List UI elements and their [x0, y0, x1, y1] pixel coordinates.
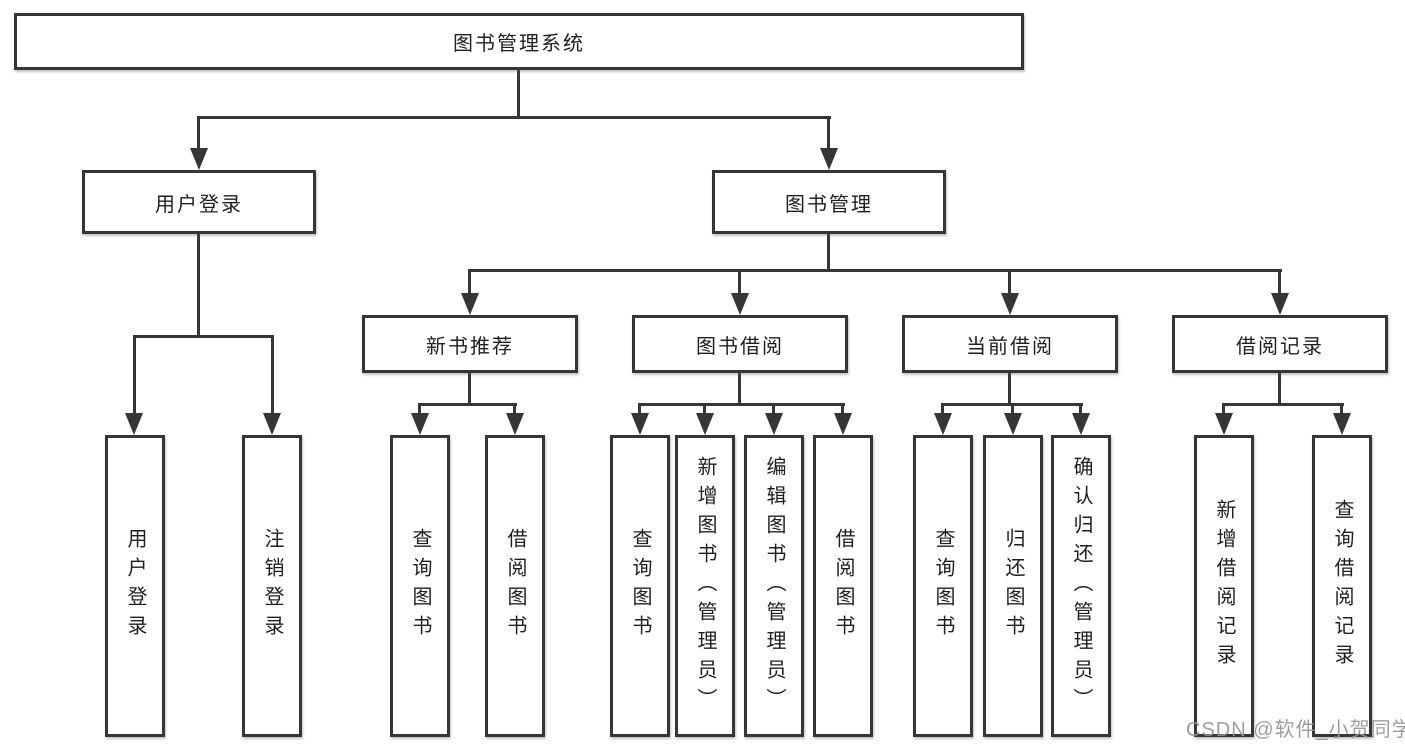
arrow-down-icon: [1004, 413, 1022, 435]
connector-vline: [841, 403, 844, 415]
arrow-down-icon: [731, 293, 749, 315]
arrow-down-icon: [696, 413, 714, 435]
leaf-borrow-books: 借阅图书: [813, 435, 873, 737]
leaf-confirm-return-admin: 确认归还（管理员）: [1051, 435, 1111, 737]
leaf-query-books-recommend: 查询图书: [390, 435, 450, 737]
connector-vline: [1340, 403, 1343, 415]
node-label: 注销登录: [261, 528, 283, 644]
connector-vline: [1079, 403, 1082, 415]
connector-vline: [638, 403, 641, 415]
connector-book-mgmt-stem: [827, 234, 830, 272]
node-label: 新书推荐: [426, 335, 514, 358]
node-label: 用户登录: [124, 528, 146, 644]
arrow-down-icon: [1333, 413, 1351, 435]
node-label: 借阅记录: [1236, 335, 1324, 358]
connector-vline: [738, 269, 741, 295]
leaf-add-books-admin: 新增图书（管理员）: [675, 435, 735, 737]
arrow-down-icon: [263, 413, 281, 435]
watermark: CSDN @软件_小贺同学: [1186, 719, 1405, 741]
connector-root-hbar: [197, 116, 831, 119]
node-label: 当前借阅: [966, 335, 1054, 358]
arrow-down-icon: [631, 413, 649, 435]
connector-vline: [1011, 403, 1014, 415]
node-book-management: 图书管理: [712, 170, 946, 234]
connector-vline: [468, 269, 471, 295]
node-label: 查询借阅记录: [1331, 499, 1353, 673]
arrow-down-icon: [461, 293, 479, 315]
leaf-borrow-books-recommend: 借阅图书: [485, 435, 545, 737]
arrow-down-icon: [1215, 413, 1233, 435]
arrow-down-icon: [1072, 413, 1090, 435]
connector-user-login-stem: [197, 234, 200, 338]
connector-vline: [827, 116, 830, 150]
connector-newrec-stem: [468, 373, 471, 406]
connector-vline: [197, 116, 200, 150]
connector-records-hbar: [1222, 403, 1344, 406]
arrow-down-icon: [765, 413, 783, 435]
node-book-borrowing: 图书借阅: [632, 315, 848, 373]
connector-vline: [1278, 269, 1281, 295]
connector-root-stem: [517, 69, 520, 119]
arrow-down-icon: [125, 413, 143, 435]
arrow-down-icon: [411, 413, 429, 435]
node-label: 查询图书: [932, 528, 954, 644]
leaf-user-login: 用户登录: [105, 435, 165, 737]
arrow-down-icon: [934, 413, 952, 435]
arrow-down-icon: [506, 413, 524, 435]
connector-records-stem: [1278, 373, 1281, 406]
connector-book-mgmt-hbar: [468, 269, 1282, 272]
connector-vline: [1222, 403, 1225, 415]
arrow-down-icon: [820, 148, 838, 170]
arrow-down-icon: [1001, 293, 1019, 315]
leaf-add-borrow-record: 新增借阅记录: [1194, 435, 1254, 737]
connector-vline: [513, 403, 516, 415]
node-label: 确认归还（管理员）: [1070, 455, 1092, 717]
connector-vline: [133, 335, 136, 415]
node-label: 借阅图书: [832, 528, 854, 644]
leaf-query-borrow-record: 查询借阅记录: [1312, 435, 1372, 737]
node-label: 图书管理: [785, 193, 873, 216]
connector-vline: [271, 335, 274, 415]
leaf-edit-books-admin: 编辑图书（管理员）: [744, 435, 804, 737]
connector-vline: [418, 403, 421, 415]
node-label: 用户登录: [155, 193, 243, 216]
node-root: 图书管理系统: [14, 13, 1024, 70]
connector-vline: [1008, 269, 1011, 295]
node-label: 归还图书: [1002, 528, 1024, 644]
node-borrowing-records: 借阅记录: [1172, 315, 1388, 373]
node-label: 查询图书: [629, 528, 651, 644]
node-user-login: 用户登录: [82, 170, 316, 234]
leaf-return-books: 归还图书: [983, 435, 1043, 737]
connector-borrow-hbar: [638, 403, 845, 406]
connector-borrow-stem: [738, 373, 741, 406]
node-label: 图书管理系统: [453, 33, 585, 55]
connector-current-stem: [1008, 373, 1011, 406]
node-new-book-recommendation: 新书推荐: [362, 315, 578, 373]
node-label: 查询图书: [409, 528, 431, 644]
node-label: 图书借阅: [696, 335, 784, 358]
connector-vline: [941, 403, 944, 415]
node-label: 编辑图书（管理员）: [763, 455, 785, 717]
connector-user-login-hbar: [133, 335, 274, 338]
leaf-logout-login: 注销登录: [242, 435, 302, 737]
connector-vline: [772, 403, 775, 415]
node-label: 新增图书（管理员）: [694, 455, 716, 717]
leaf-query-books-borrow: 查询图书: [610, 435, 670, 737]
node-label: 借阅图书: [504, 528, 526, 644]
leaf-query-books-current: 查询图书: [913, 435, 973, 737]
connector-vline: [703, 403, 706, 415]
arrow-down-icon: [1271, 293, 1289, 315]
node-current-borrowing: 当前借阅: [902, 315, 1118, 373]
connector-newrec-hbar: [418, 403, 517, 406]
node-label: 新增借阅记录: [1213, 499, 1235, 673]
arrow-down-icon: [190, 148, 208, 170]
arrow-down-icon: [834, 413, 852, 435]
